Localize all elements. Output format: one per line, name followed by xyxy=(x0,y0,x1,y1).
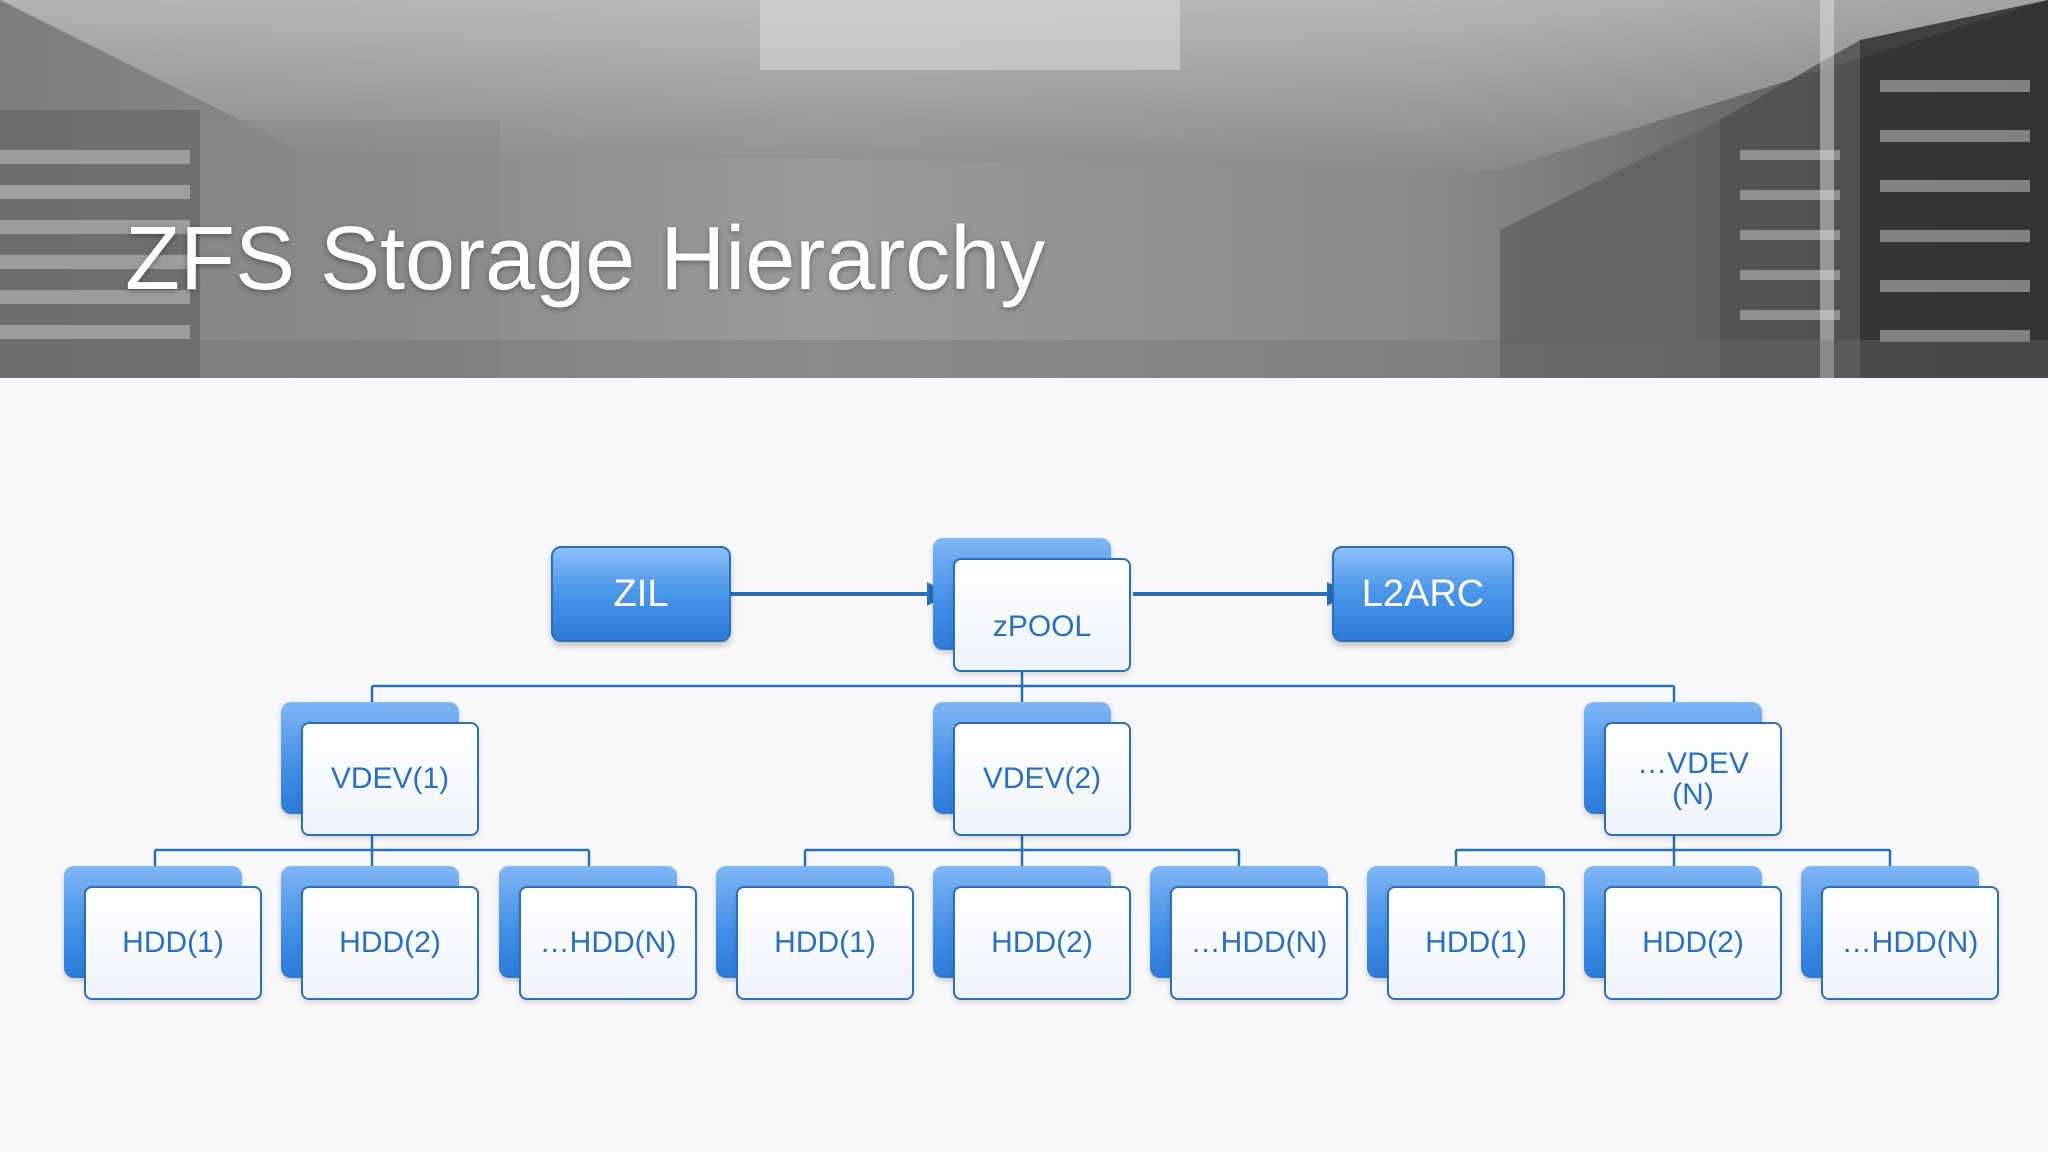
l2arc-node: L2ARC xyxy=(1332,546,1514,642)
hdd-label: …HDD(N) xyxy=(1190,926,1328,960)
hdd-node: HDD(2) xyxy=(281,866,479,1000)
hdd-label: HDD(2) xyxy=(991,926,1093,960)
hdd-node: HDD(1) xyxy=(716,866,914,1000)
zpool-label: zPOOL xyxy=(992,610,1092,644)
server-room-background xyxy=(0,0,2048,378)
vdev-label: VDEV(2) xyxy=(982,762,1102,796)
hdd-label: …HDD(N) xyxy=(539,926,677,960)
hdd-label: HDD(2) xyxy=(339,926,441,960)
zil-node: ZIL xyxy=(551,546,731,642)
vdev-node: …VDEV(N) xyxy=(1584,702,1782,836)
hdd-node: HDD(1) xyxy=(64,866,262,1000)
hdd-node: HDD(1) xyxy=(1367,866,1565,1000)
hdd-node: HDD(2) xyxy=(1584,866,1782,1000)
hdd-label: HDD(1) xyxy=(122,926,224,960)
hdd-label: HDD(1) xyxy=(774,926,876,960)
hdd-label: …HDD(N) xyxy=(1841,926,1979,960)
hdd-node: HDD(2) xyxy=(933,866,1131,1000)
vdev-node: VDEV(1) xyxy=(281,702,479,836)
hdd-node: …HDD(N) xyxy=(499,866,697,1000)
slide-title: ZFS Storage Hierarchy xyxy=(125,209,1046,309)
vdev-node: VDEV(2) xyxy=(933,702,1131,836)
vdev-label: VDEV(1) xyxy=(330,762,450,796)
zpool-node: zPOOL xyxy=(933,538,1131,672)
l2arc-label: L2ARC xyxy=(1361,572,1485,615)
hdd-label: HDD(1) xyxy=(1425,926,1527,960)
zil-label: ZIL xyxy=(613,572,669,615)
vdev-label: …VDEV(N) xyxy=(1637,746,1749,811)
slide-header: ZFS Storage Hierarchy xyxy=(0,0,2048,378)
hdd-label: HDD(2) xyxy=(1642,926,1744,960)
hdd-node: …HDD(N) xyxy=(1801,866,1999,1000)
hdd-node: …HDD(N) xyxy=(1150,866,1348,1000)
